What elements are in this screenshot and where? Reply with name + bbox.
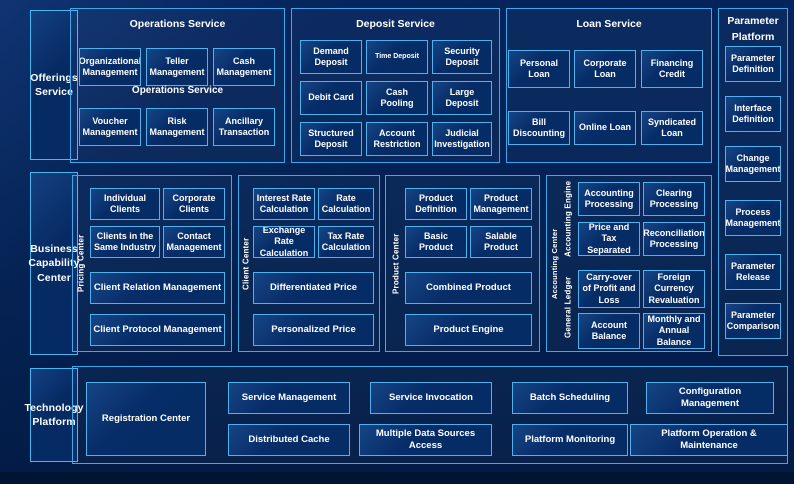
cell-product-management[interactable]: Product Management [470, 188, 532, 220]
cell-judicial-investigation[interactable]: Judicial Investigation [432, 122, 492, 156]
bottom-band [0, 472, 794, 484]
cell-syndicated-loan[interactable]: Syndicated Loan [641, 111, 703, 145]
cell-clearing-processing[interactable]: Clearing Processing [643, 182, 705, 216]
vlabel-accounting-engine: Accounting Engine [563, 180, 573, 258]
cell-foreign-currency-revaluation[interactable]: Foreign Currency Revaluation [643, 270, 705, 308]
group-loan-service[interactable] [506, 8, 712, 163]
cell-corporate-loan[interactable]: Corporate Loan [574, 50, 636, 88]
cell-corporate-clients[interactable]: Corporate Clients [163, 188, 225, 220]
cell-salable-product[interactable]: Salable Product [470, 226, 532, 258]
group-accounting-center[interactable] [546, 175, 712, 352]
cell-carry-over-of-profit-and-loss[interactable]: Carry-over of Profit and Loss [578, 270, 640, 308]
cell-differentiated-price[interactable]: Differentiated Price [253, 272, 374, 304]
cell-individual-clients[interactable]: Individual Clients [90, 188, 160, 220]
cell-price-and-tax-separated[interactable]: Price and Tax Separated [578, 222, 640, 256]
cell-client-protocol-management[interactable]: Client Protocol Management [90, 314, 225, 346]
group-client-center[interactable] [238, 175, 380, 352]
cell-cash-management[interactable]: Cash Management [213, 48, 275, 86]
group-technology-platform[interactable] [72, 366, 788, 464]
cell-rate-calculation[interactable]: Rate Calculation [318, 188, 374, 220]
vlabel-pricing-center: Pricing Center [76, 234, 86, 293]
group-product-center[interactable] [385, 175, 540, 352]
group-operations-service[interactable] [70, 8, 285, 163]
cell-parameter-definition[interactable]: Parameter Definition [725, 46, 781, 82]
cell-tax-rate-calculation[interactable]: Tax Rate Calculation [318, 226, 374, 258]
row-label-technology-platform[interactable]: Technology Platform [24, 368, 83, 462]
cell-security-deposit[interactable]: Security Deposit [432, 40, 492, 74]
group-title-parameter-platform: Parameter Platform [727, 15, 779, 43]
cell-large-deposit[interactable]: Large Deposit [432, 81, 492, 115]
cell-registration-center[interactable]: Registration Center [86, 382, 206, 456]
group-title-loan-service: Loan Service [576, 18, 642, 30]
row-label-business-capability-center[interactable]: Business Capability Center [28, 172, 80, 355]
cell-teller-management[interactable]: Teller Management [146, 48, 208, 86]
cell-ancillary-transaction[interactable]: Ancillary Transaction [213, 108, 275, 146]
cell-service-management[interactable]: Service Management [228, 382, 350, 414]
cell-monthly-and-annual-balance[interactable]: Monthly and Annual Balance [643, 313, 705, 349]
group-title-operations-service-overlay: Operations Service [131, 85, 224, 96]
group-title-deposit-service: Deposit Service [356, 18, 435, 30]
cell-parameter-comparison[interactable]: Parameter Comparison [725, 303, 781, 339]
group-title-operations-service: Operations Service [129, 18, 226, 30]
cell-distributed-cache[interactable]: Distributed Cache [228, 424, 350, 456]
cell-cash-pooling[interactable]: Cash Pooling [366, 81, 428, 115]
cell-voucher-management[interactable]: Voucher Management [79, 108, 141, 146]
cell-process-management[interactable]: Process Management [725, 200, 781, 236]
cell-bill-discounting[interactable]: Bill Discounting [508, 111, 570, 145]
cell-debit-card[interactable]: Debit Card [300, 81, 362, 115]
cell-reconciliation-processing[interactable]: Reconciliation Processing [643, 222, 705, 256]
cell-basic-product[interactable]: Basic Product [405, 226, 467, 258]
cell-batch-scheduling[interactable]: Batch Scheduling [512, 382, 628, 414]
vlabel-product-center: Product Center [391, 233, 401, 294]
cell-exchange-rate-calculation[interactable]: Exchange Rate Calculation [253, 226, 315, 258]
vlabel-general-ledger: General Ledger [563, 276, 573, 338]
cell-service-invocation[interactable]: Service Invocation [370, 382, 492, 414]
cell-interface-definition[interactable]: Interface Definition [725, 96, 781, 132]
cell-combined-product[interactable]: Combined Product [405, 272, 532, 304]
cell-account-restriction[interactable]: Account Restriction [366, 122, 428, 156]
cell-platform-operation-and-maintenance[interactable]: Platform Operation & Maintenance [630, 424, 788, 456]
cell-online-loan[interactable]: Online Loan [574, 111, 636, 145]
row-label-offerings-service[interactable]: Offerings Service [30, 10, 78, 160]
cell-financing-credit[interactable]: Financing Credit [641, 50, 703, 88]
cell-parameter-release[interactable]: Parameter Release [725, 254, 781, 290]
cell-change-management[interactable]: Change Management [725, 146, 781, 182]
cell-product-engine[interactable]: Product Engine [405, 314, 532, 346]
cell-structured-deposit[interactable]: Structured Deposit [300, 122, 362, 156]
cell-multiple-data-sources-access[interactable]: Multiple Data Sources Access [359, 424, 492, 456]
cell-time-deposit[interactable]: Time Deposit [366, 40, 428, 74]
cell-account-balance[interactable]: Account Balance [578, 313, 640, 349]
cell-personalized-price[interactable]: Personalized Price [253, 314, 374, 346]
group-deposit-service[interactable] [291, 8, 500, 163]
cell-demand-deposit[interactable]: Demand Deposit [300, 40, 362, 74]
cell-accounting-processing[interactable]: Accounting Processing [578, 182, 640, 216]
group-pricing-center[interactable] [72, 175, 232, 352]
cell-platform-monitoring[interactable]: Platform Monitoring [512, 424, 628, 456]
cell-clients-in-the-same-industry[interactable]: Clients in the Same Industry [90, 226, 160, 258]
vlabel-client-center: Client Center [241, 237, 251, 290]
cell-interest-rate-calculation[interactable]: Interest Rate Calculation [253, 188, 315, 220]
cell-risk-management[interactable]: Risk Management [146, 108, 208, 146]
cell-product-definition[interactable]: Product Definition [405, 188, 467, 220]
group-parameter-platform[interactable] [718, 8, 788, 356]
cell-personal-loan[interactable]: Personal Loan [508, 50, 570, 88]
cell-organizational-management[interactable]: Organizational Management [79, 48, 141, 86]
cell-client-relation-management[interactable]: Client Relation Management [90, 272, 225, 304]
cell-configuration-management[interactable]: Configuration Management [646, 382, 774, 414]
cell-contact-management[interactable]: Contact Management [163, 226, 225, 258]
vlabel-accounting-center: Accounting Center [550, 228, 559, 299]
